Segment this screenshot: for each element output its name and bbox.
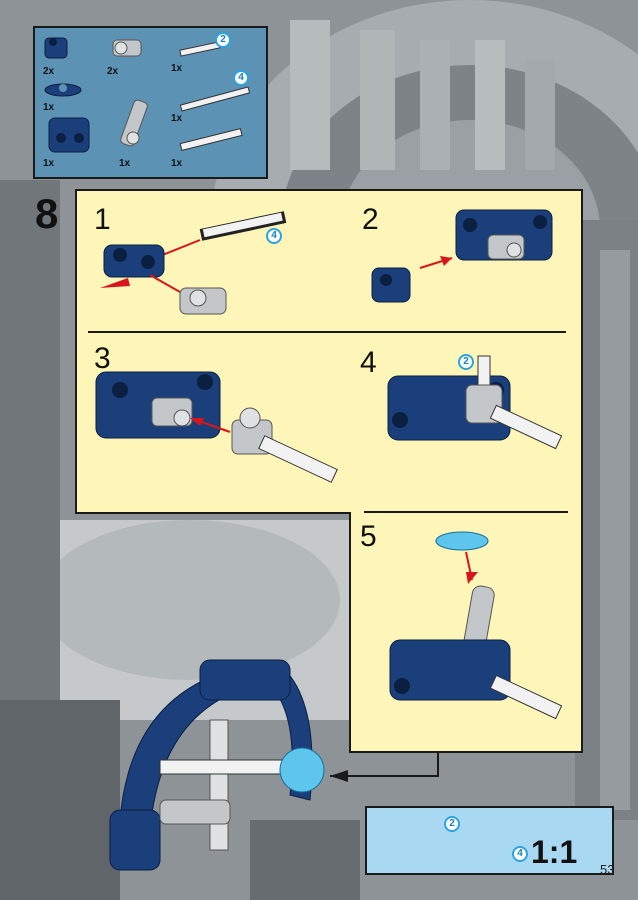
scale-ratio: 1:1: [531, 834, 578, 870]
part-qty: 1x: [171, 158, 183, 169]
substep-number: 2: [362, 203, 379, 236]
part-qty: 1x: [43, 158, 55, 169]
axle-2-icon: [179, 41, 221, 57]
axle-3-icon: [179, 127, 243, 151]
length-scale-box: [365, 806, 614, 875]
part-qty: 1x: [171, 63, 183, 74]
part-qty: 2x: [43, 66, 55, 77]
blue-connector-icon: [44, 37, 68, 59]
axle-4-icon: [179, 86, 251, 112]
blue-disc-icon: [44, 83, 82, 97]
part-qty: 1x: [171, 113, 183, 124]
length-badge: 4: [266, 228, 282, 244]
length-badge: 4: [512, 846, 528, 862]
length-badge: 2: [444, 816, 460, 832]
substep-number: 1: [94, 203, 111, 236]
part-qty: 2x: [107, 66, 119, 77]
page-number: 53: [600, 862, 615, 877]
grey-angled-connector-icon: [120, 99, 148, 147]
length-badge: 2: [458, 354, 474, 370]
substep-number: 3: [94, 342, 111, 375]
parts-list-illustrations: [44, 37, 251, 153]
length-badge: 2: [215, 32, 231, 48]
substep-number: 4: [360, 346, 377, 379]
blue-double-connector-icon: [48, 117, 90, 153]
grey-axle-joiner-icon: [112, 39, 142, 57]
part-qty: 1x: [119, 158, 131, 169]
parts-list-box: 2x 2x 1x 1x 1x 1x 1x 1x 2 4: [33, 26, 268, 179]
substep-number: 5: [360, 520, 377, 553]
length-badge: 4: [233, 70, 249, 86]
main-step-number: 8: [35, 190, 59, 237]
part-qty: 1x: [43, 102, 55, 113]
